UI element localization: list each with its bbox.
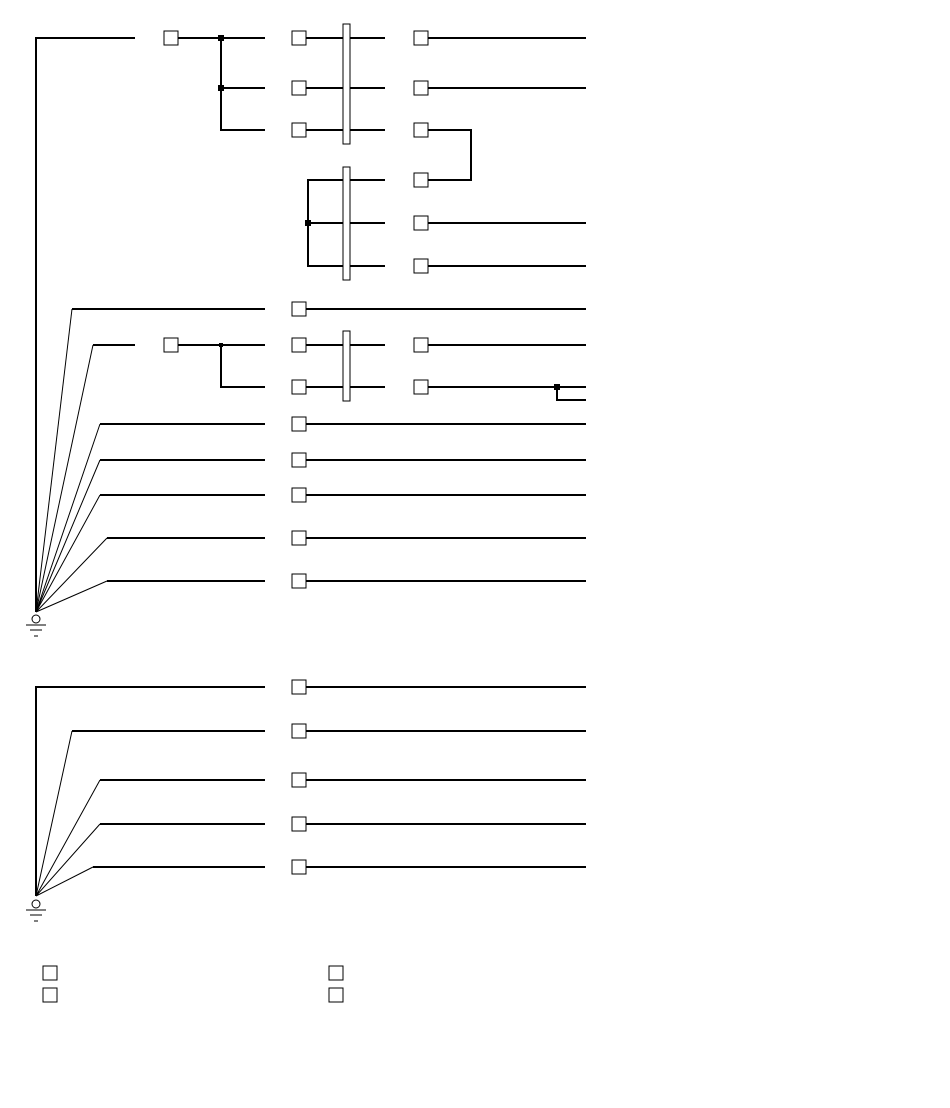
- wire-c1-in: [306, 37, 343, 131]
- wire-ground1-fan: [35, 308, 73, 613]
- terminal-box: [291, 301, 307, 317]
- wire-splice-a: [178, 37, 265, 131]
- terminal-box: [291, 487, 307, 503]
- ground-icon: [26, 899, 46, 922]
- connector-c3: [342, 330, 351, 402]
- wire-c2-out: [350, 179, 385, 267]
- wire-ground2-top: [35, 686, 265, 896]
- terminal-box: [413, 172, 429, 188]
- wire-jumper: [428, 129, 472, 181]
- splice-dot: [218, 85, 224, 91]
- terminal-box: [413, 122, 429, 138]
- terminal-box: [413, 80, 429, 96]
- wire-ground1-fan: [35, 344, 94, 613]
- wire-row: [72, 730, 265, 868]
- wire-c3: [306, 344, 385, 388]
- splice-dot: [305, 220, 311, 226]
- legend-swatch: [42, 965, 58, 981]
- terminal-box: [291, 859, 307, 875]
- splice-dot: [554, 384, 560, 390]
- terminal-box: [291, 379, 307, 395]
- wire-row: [100, 423, 265, 582]
- terminal-box: [413, 30, 429, 46]
- wire-out: [428, 344, 586, 401]
- terminal-box: [291, 723, 307, 739]
- terminal-box: [291, 816, 307, 832]
- terminal-box: [163, 30, 179, 46]
- wire-ground2-fan: [35, 730, 101, 897]
- splice-dot: [218, 35, 224, 41]
- connector-c3-bracket: [342, 330, 350, 402]
- wire-ground1-top: [35, 37, 135, 612]
- terminal-box: [413, 337, 429, 353]
- terminal-box: [291, 337, 307, 353]
- terminal-box: [291, 80, 307, 96]
- connector-c1-bracket: [342, 23, 350, 145]
- wire-splice-b: [178, 344, 265, 388]
- wire-c1-out: [350, 37, 385, 131]
- terminal-box: [291, 530, 307, 546]
- terminal-box: [291, 416, 307, 432]
- terminal-box: [163, 337, 179, 353]
- wire-out: [428, 37, 586, 89]
- wire-c2-left-bus: [307, 179, 343, 267]
- legend-swatch: [42, 987, 58, 1003]
- connector-c1: [342, 23, 351, 145]
- terminal-box: [291, 122, 307, 138]
- terminal-box: [291, 452, 307, 468]
- ground-icon: [26, 614, 46, 637]
- wire-out: [428, 222, 586, 267]
- connector-c2: [342, 166, 351, 281]
- terminal-box: [413, 215, 429, 231]
- legend-swatch: [328, 965, 344, 981]
- legend: [42, 965, 344, 1003]
- wire-ground1-fan: [35, 423, 108, 613]
- legend-swatch: [328, 987, 344, 1003]
- terminal-box: [413, 379, 429, 395]
- splice-dot: [219, 343, 223, 347]
- terminal-box: [291, 573, 307, 589]
- terminal-box: [291, 679, 307, 695]
- terminal-box: [291, 30, 307, 46]
- wire-out: [306, 686, 586, 868]
- terminal-box: [413, 258, 429, 274]
- wire-out: [306, 423, 586, 582]
- terminal-box: [291, 772, 307, 788]
